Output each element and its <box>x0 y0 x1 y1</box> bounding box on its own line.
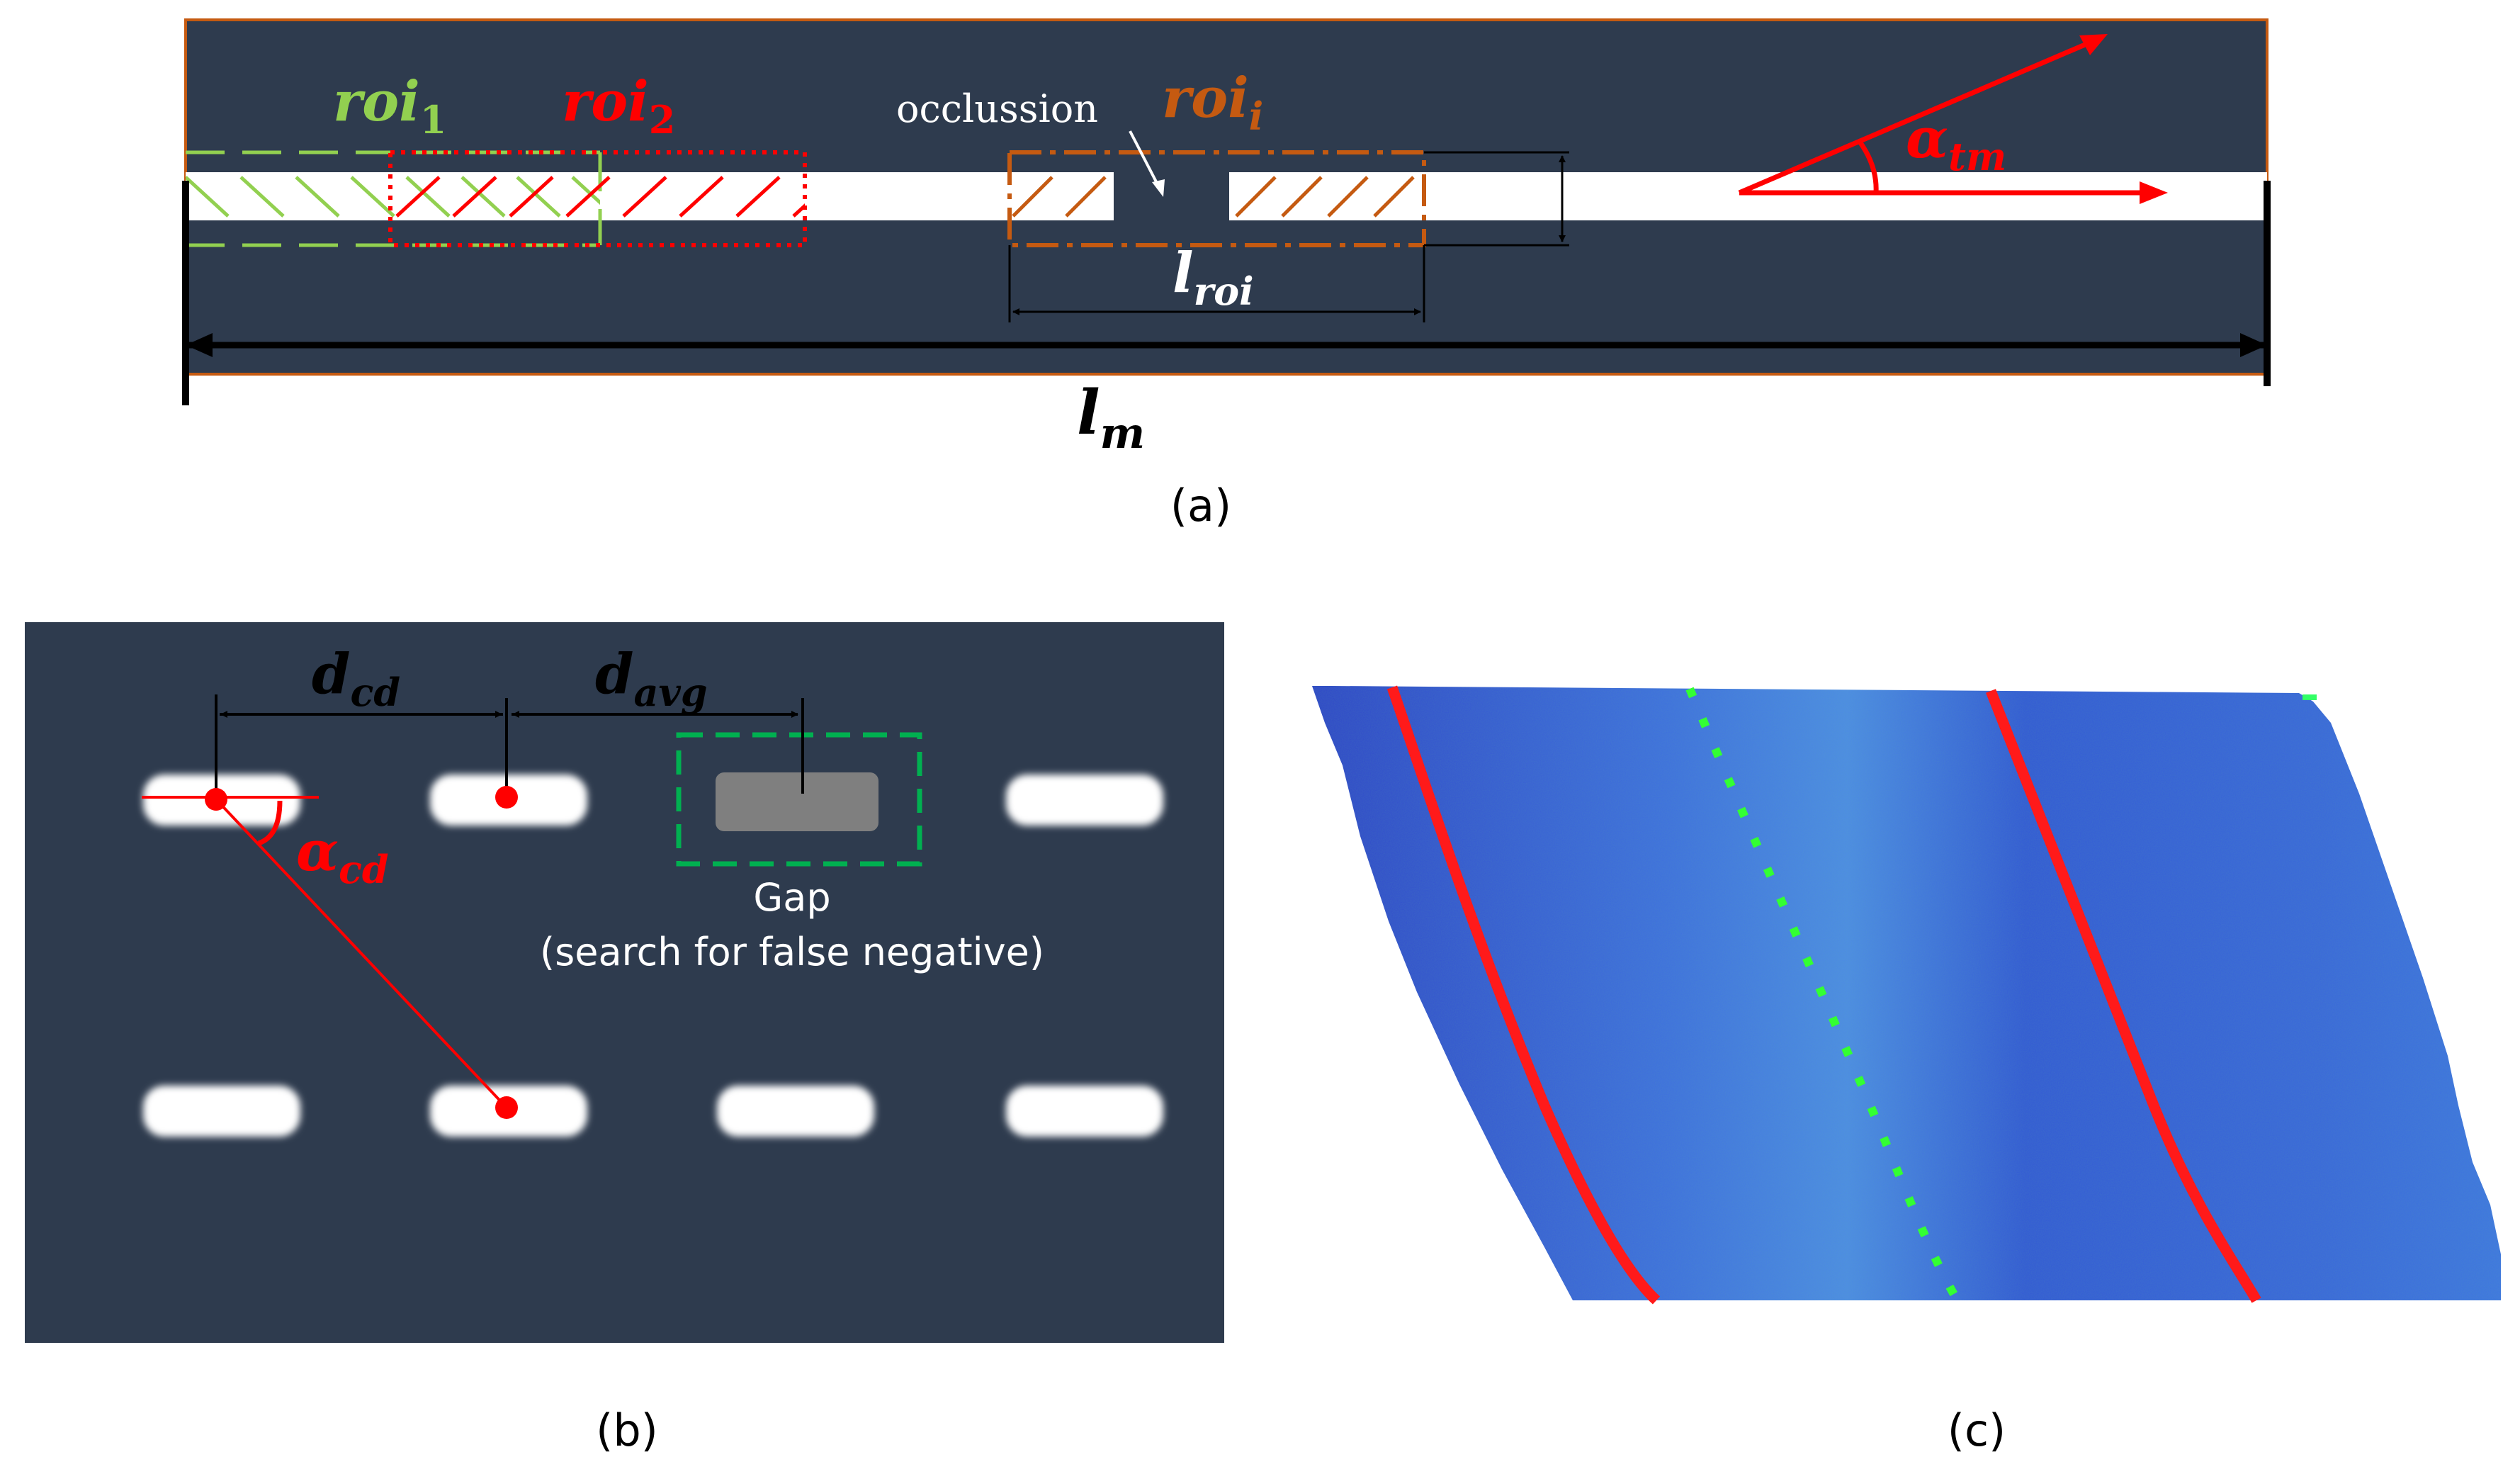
centroid-point <box>495 1096 518 1119</box>
centroid-point <box>205 788 227 811</box>
alpha-tm-label: αtm <box>1906 106 2006 179</box>
lane-dashes <box>143 775 1163 1137</box>
l-roi-label: lroi <box>1173 241 1254 314</box>
distance-dimensions <box>215 694 804 797</box>
roi-1-box <box>186 150 602 247</box>
roi-i-label: roii <box>1162 66 1263 139</box>
centroid-point <box>495 786 518 809</box>
caption-a: (a) <box>1170 480 1231 531</box>
lane-line-left <box>1386 685 1661 1305</box>
l-roi-dimension <box>1008 245 1425 322</box>
alpha-cd-label: αcd <box>296 819 389 892</box>
gap-box <box>676 732 922 867</box>
panel-b-background <box>25 622 1224 1343</box>
l-m-dimension <box>182 181 2271 405</box>
roi-1-label: roi1 <box>333 69 446 142</box>
panel-b: dcd davg αcd Gap (search for false negat… <box>25 622 1224 1456</box>
alpha-tm-arrows <box>1738 40 2147 196</box>
lane-line-center-dashed <box>1685 687 1960 1300</box>
gap-label: Gap <box>753 875 830 920</box>
caption-b: (b) <box>596 1405 658 1456</box>
l-m-label: lm <box>1077 377 1145 458</box>
w-roi-label: wroi <box>1580 151 1688 224</box>
roi-2-label: roi2 <box>562 69 675 142</box>
occlusion-block <box>1114 151 1229 222</box>
w-roi-dimension <box>1424 151 1569 247</box>
gap-sublabel: (search for false negative) <box>540 930 1044 974</box>
occlusion-label: occlussion <box>896 86 1098 131</box>
panel-c: (c) <box>1312 685 2501 1456</box>
roi-2-box <box>388 150 807 247</box>
panel-a: roi1 roi2 roii occlussion wroi lroi αtm … <box>182 18 2271 531</box>
caption-c: (c) <box>1948 1405 2006 1456</box>
alpha-cd-geometry <box>142 796 508 1109</box>
d-avg-label: davg <box>595 642 708 715</box>
roi-i-box <box>1007 150 1426 247</box>
d-cd-label: dcd <box>312 642 400 715</box>
lane-line-right <box>1986 689 2261 1303</box>
